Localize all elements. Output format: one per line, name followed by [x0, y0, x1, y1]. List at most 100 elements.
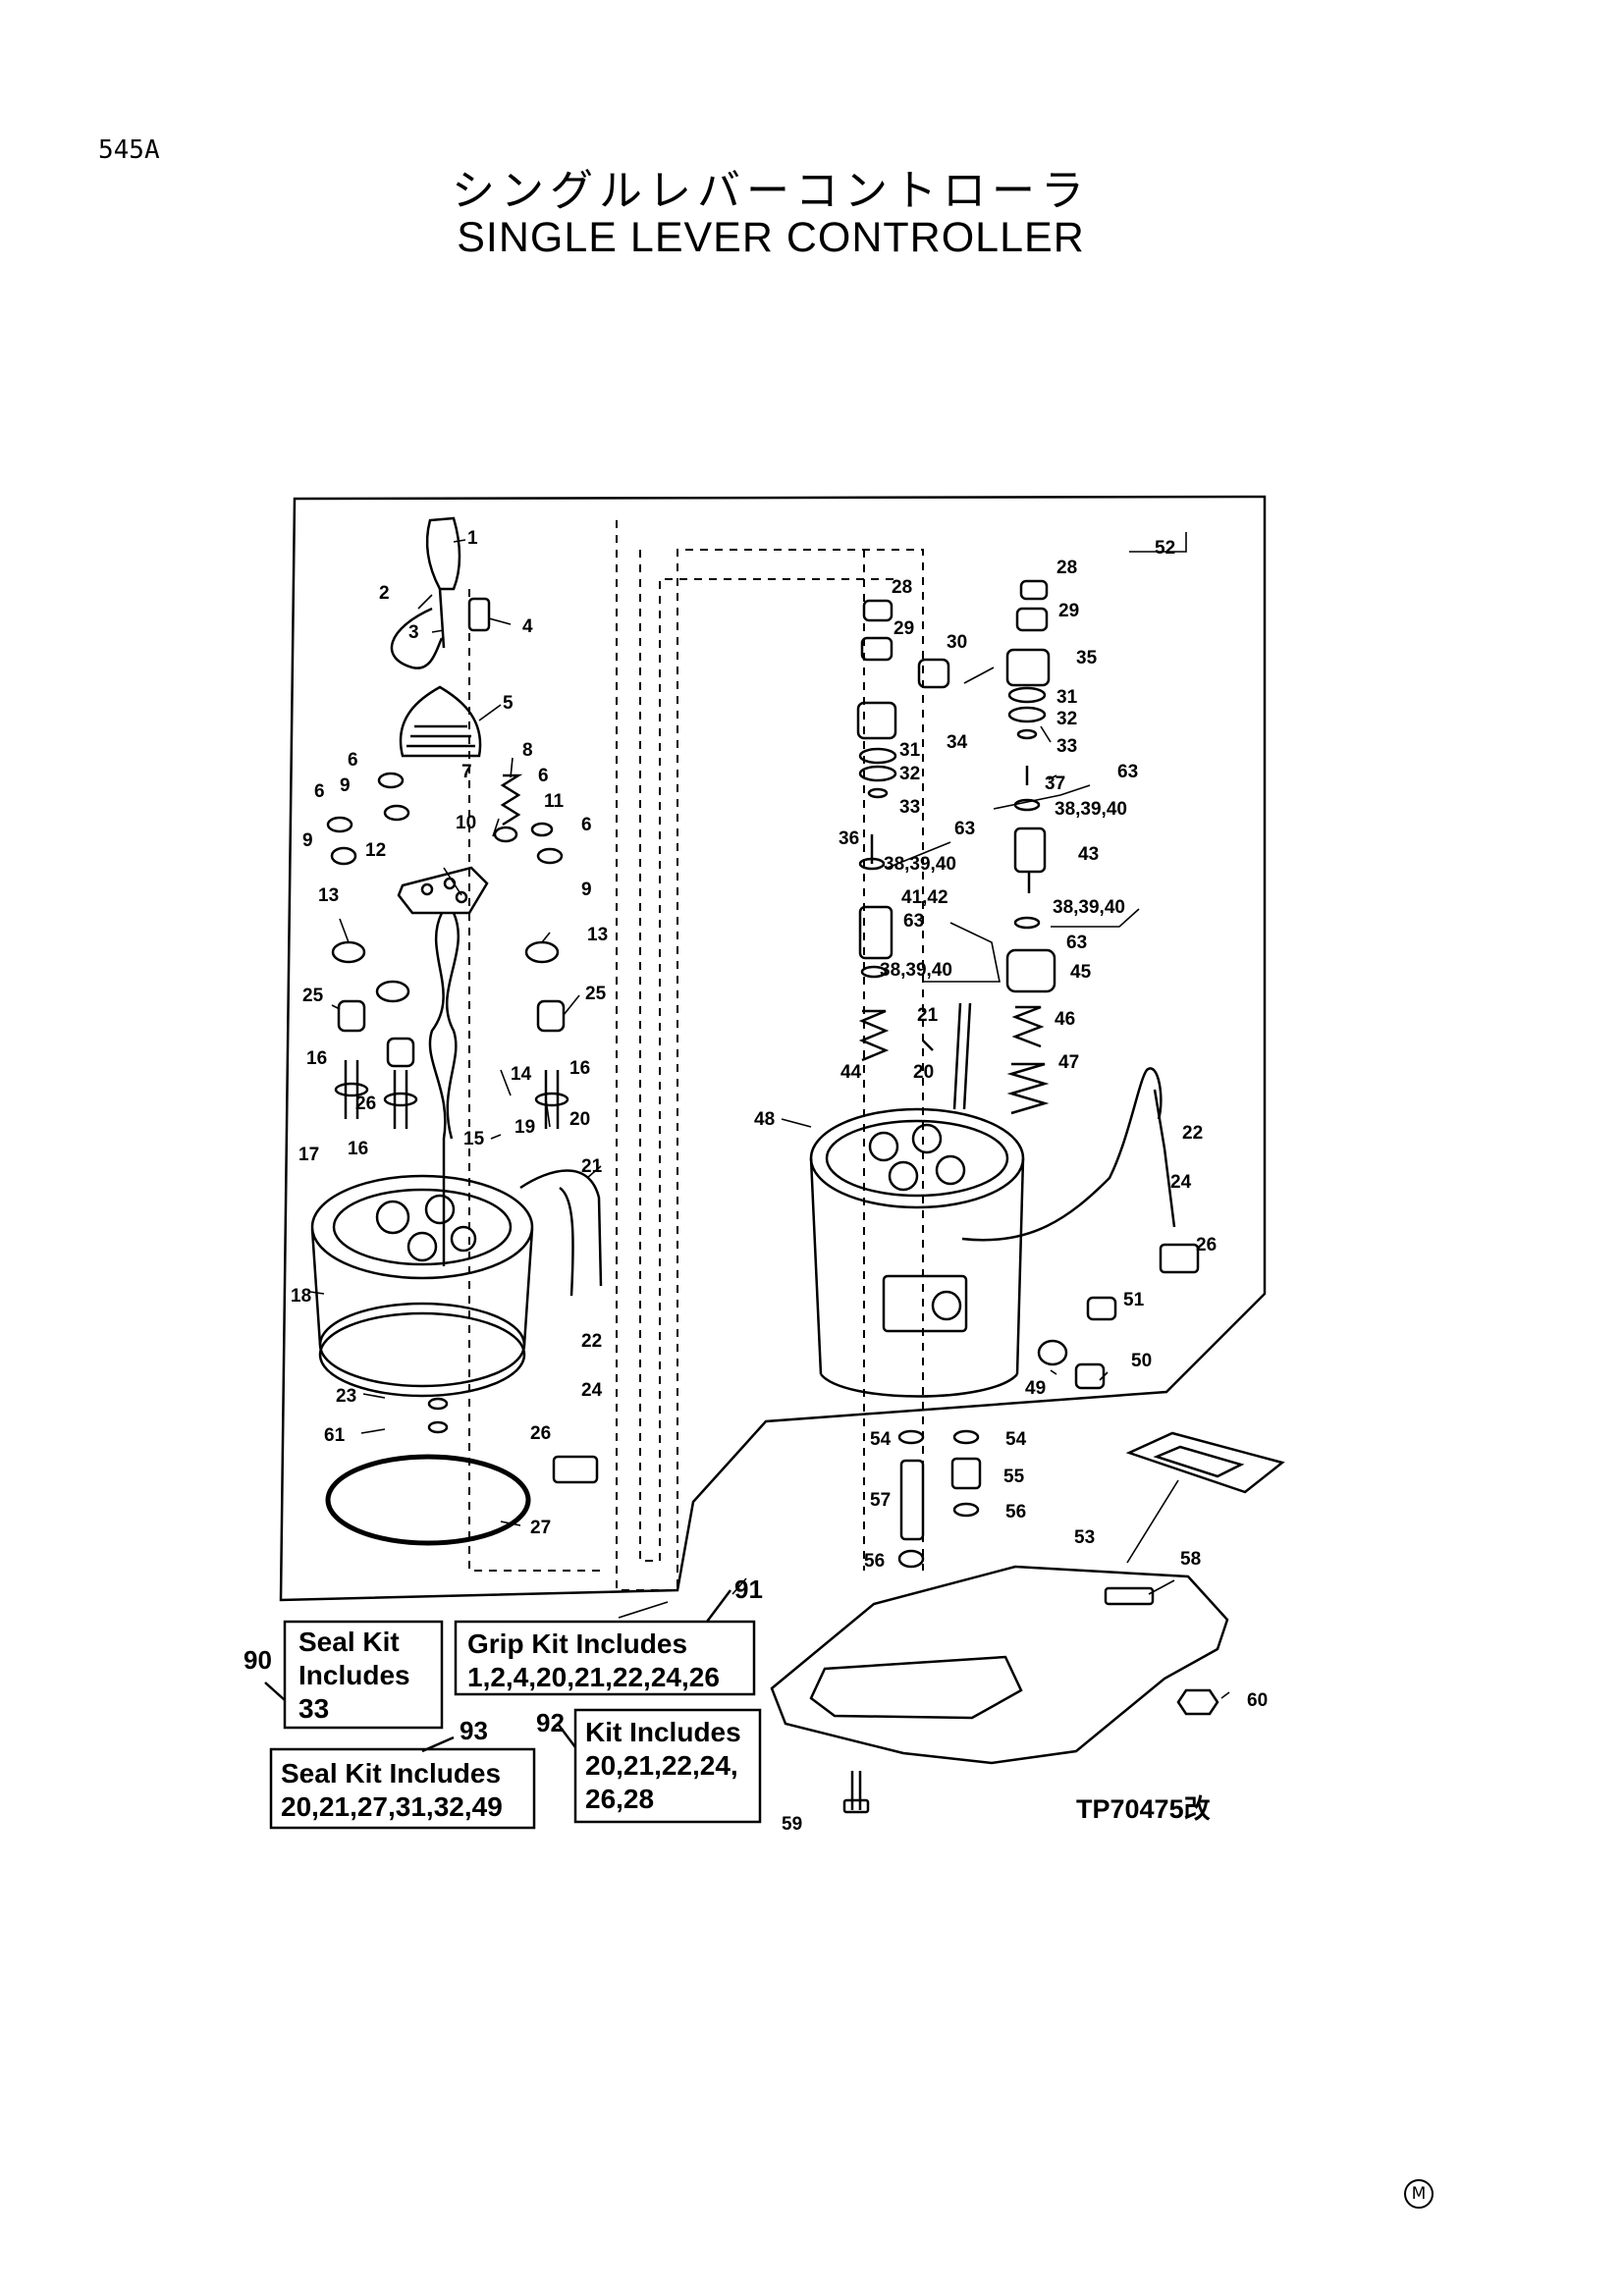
part-label: 1	[467, 528, 478, 549]
o-ring	[325, 1454, 531, 1546]
part-label: 63	[903, 911, 924, 932]
part-label: 32	[899, 764, 920, 784]
part-label: 30	[947, 632, 967, 653]
base-plate	[770, 1565, 1229, 1765]
gasket	[1125, 1431, 1285, 1494]
drawing-reference: TP70475改	[1076, 1794, 1211, 1824]
part-label: 6	[581, 815, 592, 835]
part-label: 49	[1025, 1378, 1046, 1399]
kit-line: 26,28	[585, 1784, 654, 1814]
kit-line: 20,21,22,24,	[585, 1750, 738, 1781]
seal-kit-90-box	[283, 1620, 444, 1730]
part-label: 25	[302, 986, 324, 1006]
part-label: 33	[1056, 736, 1077, 757]
part-label: 52	[1155, 538, 1175, 559]
part-label: 13	[318, 885, 339, 906]
part-label: 11	[544, 791, 565, 812]
grip-kit-91-box	[454, 1620, 756, 1696]
part-label: 55	[1003, 1467, 1025, 1487]
part-label: 5	[503, 693, 514, 714]
part-label: 60	[1247, 1690, 1268, 1711]
kit-line: Seal Kit Includes	[281, 1758, 501, 1789]
part-label: 47	[1058, 1052, 1079, 1073]
part-label: 23	[336, 1386, 356, 1407]
seal-kit-93-box	[269, 1747, 536, 1830]
part-label: 54	[1005, 1429, 1027, 1450]
part-label: 36	[839, 828, 859, 849]
part-label: 27	[530, 1518, 551, 1538]
kit-number: 93	[460, 1716, 488, 1745]
part-label: 41,42	[901, 887, 948, 908]
part-label: 26	[530, 1423, 551, 1444]
part-label: 15	[463, 1129, 485, 1149]
part-label: 24	[581, 1380, 603, 1401]
right-valve-assembly	[770, 579, 1285, 1814]
part-label: 38,39,40	[1055, 799, 1127, 820]
part-label: 48	[754, 1109, 775, 1130]
part-label: 54	[870, 1429, 892, 1450]
part-label: 16	[306, 1048, 327, 1069]
part-label: 9	[340, 775, 351, 796]
part-label: 38,39,40	[880, 960, 952, 981]
kit-line: 33	[298, 1693, 329, 1724]
part-label: 51	[1123, 1290, 1145, 1310]
part-label: 20	[569, 1109, 590, 1130]
part-label: 14	[511, 1064, 532, 1085]
part-label: 18	[291, 1286, 311, 1307]
part-label: 38,39,40	[1053, 897, 1125, 918]
mounting-plate	[397, 866, 489, 915]
part-label: 44	[840, 1062, 862, 1083]
part-label: 29	[893, 618, 914, 639]
kit-line: 20,21,27,31,32,49	[281, 1791, 503, 1822]
part-label: 9	[581, 880, 592, 900]
part-label: 21	[917, 1005, 939, 1026]
kit-line: Seal Kit	[298, 1627, 400, 1657]
part-label: 16	[569, 1058, 590, 1079]
part-label: 22	[1182, 1123, 1203, 1144]
part-label: 2	[379, 583, 390, 604]
part-label: 56	[864, 1551, 885, 1572]
kit-line: Grip Kit Includes	[467, 1629, 687, 1659]
title-english: SINGLE LEVER CONTROLLER	[457, 214, 1085, 261]
corner-mark: M	[1404, 2179, 1434, 2209]
part-label: 63	[954, 819, 975, 839]
part-label: 34	[947, 732, 968, 753]
left-controller-assembly	[310, 516, 603, 1546]
part-label: 56	[1005, 1502, 1026, 1522]
part-label: 29	[1058, 601, 1079, 621]
part-label: 17	[298, 1145, 319, 1165]
part-label: 13	[587, 925, 608, 945]
part-label: 10	[456, 813, 476, 833]
part-label: 7	[461, 762, 472, 782]
part-label: 31	[899, 740, 921, 761]
kit-number: 92	[536, 1708, 565, 1737]
part-label: 57	[870, 1490, 891, 1511]
part-label: 20	[913, 1062, 934, 1083]
kit-line: 1,2,4,20,21,22,24,26	[467, 1662, 720, 1692]
part-label: 45	[1070, 962, 1092, 983]
part-label: 8	[522, 740, 533, 761]
kit-line: Includes	[298, 1660, 410, 1690]
part-label: 50	[1131, 1351, 1152, 1371]
part-label: 24	[1170, 1172, 1192, 1193]
part-label: 32	[1056, 709, 1077, 729]
part-label: 37	[1045, 774, 1065, 794]
part-label: 33	[899, 797, 920, 818]
part-label: 4	[522, 616, 533, 637]
part-label: 6	[348, 750, 358, 771]
part-label: 63	[1066, 933, 1087, 953]
part-label: 19	[514, 1117, 535, 1138]
part-label: 28	[892, 577, 912, 598]
part-label: 63	[1117, 762, 1138, 782]
kit-92-box	[573, 1708, 762, 1824]
kit-number: 91	[734, 1575, 763, 1604]
part-label: 9	[302, 830, 313, 851]
kit-line: Kit Includes	[585, 1717, 741, 1747]
part-label: 38,39,40	[884, 854, 956, 875]
rubber-boot	[399, 685, 482, 758]
part-label: 31	[1056, 687, 1078, 708]
part-label: 21	[581, 1156, 603, 1177]
part-label: 35	[1076, 648, 1098, 668]
assembly-outline	[279, 495, 1267, 1602]
part-label: 25	[585, 984, 607, 1004]
